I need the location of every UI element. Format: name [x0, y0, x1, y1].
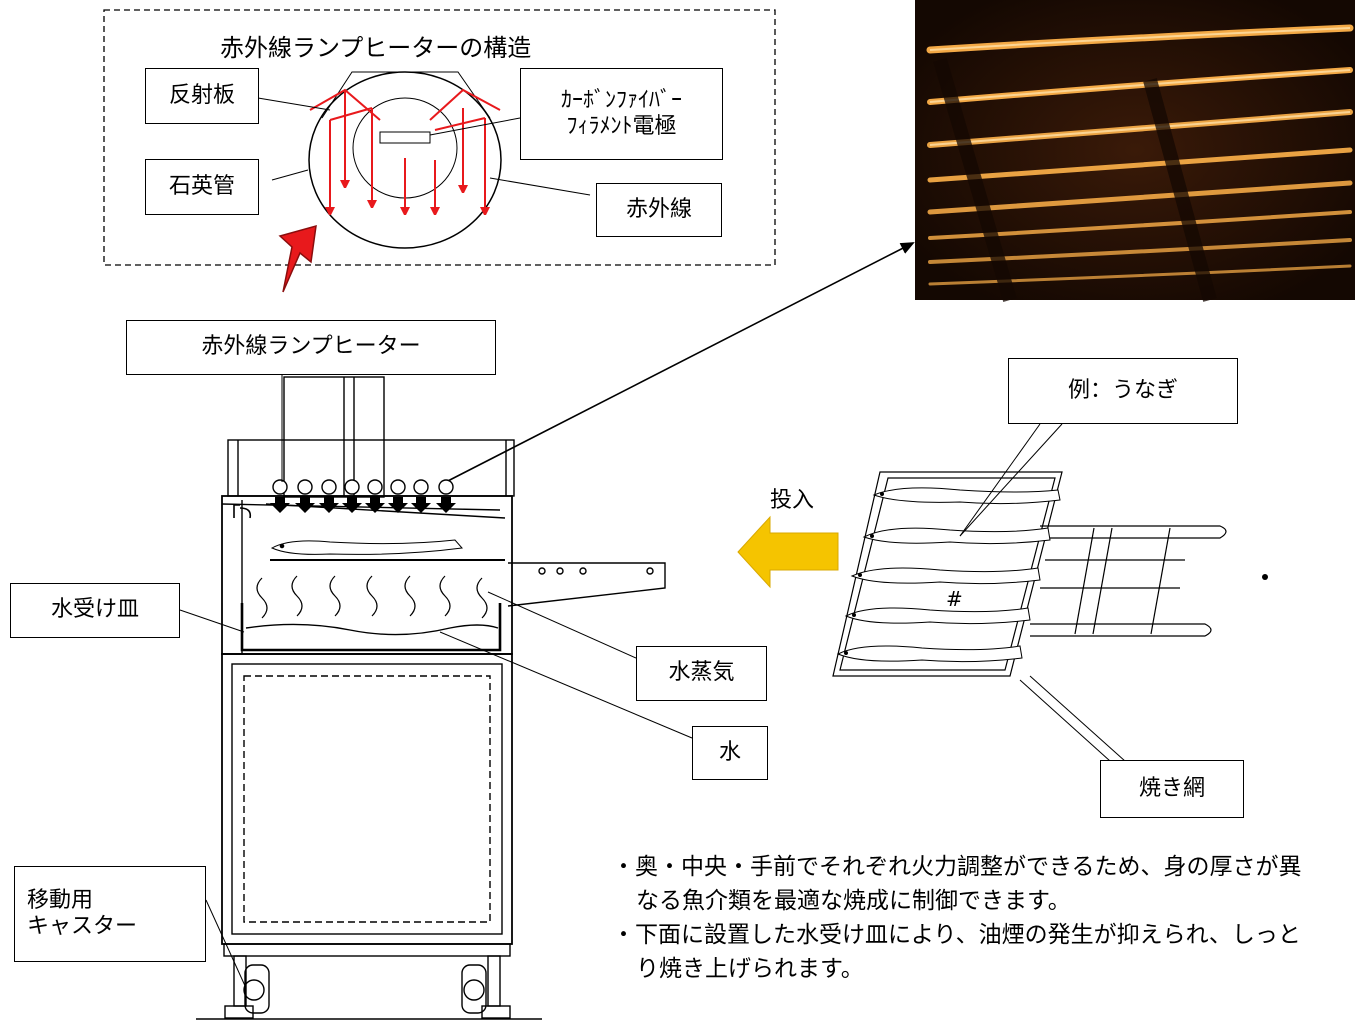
eels-on-net — [836, 487, 1061, 663]
feature-notes: ・奥・中央・手前でそれぞれ火力調整ができるため、身の厚さが異なる魚介類を最適な焼… — [612, 850, 1312, 986]
downward-heat-arrows — [270, 497, 456, 513]
grill-net — [832, 471, 1227, 677]
label-caster-line1: 移動用 — [27, 887, 94, 913]
structure-title: 赤外線ランプヒーターの構造 — [220, 34, 532, 62]
note-2: ・下面に設置した水受け皿により、油煙の発生が抑えられ、しっとり焼き上げられます。 — [612, 922, 1301, 982]
label-lamp-heater: 赤外線ランプヒーター — [126, 320, 496, 375]
structure-frame — [103, 9, 776, 266]
label-quartz-tube: 石英管 — [145, 159, 259, 215]
label-water: 水 — [692, 726, 768, 780]
recirculation-arrows — [233, 504, 252, 519]
label-example-eel: 例：うなぎ — [1008, 358, 1238, 424]
label-carbon-line2: ﾌｨﾗﾒﾝﾄ電極 — [566, 114, 677, 139]
label-grill-net: 焼き網 — [1100, 760, 1244, 818]
big-red-arrow — [278, 224, 317, 293]
grill-machine — [196, 376, 666, 1020]
label-caster-line2: キャスター — [27, 914, 138, 939]
eel-eyes — [844, 492, 884, 655]
label-drip-tray: 水受け皿 — [10, 583, 180, 638]
machine-leaders — [179, 374, 693, 989]
label-steam: 水蒸気 — [636, 646, 767, 701]
note-1: ・奥・中央・手前でそれぞれ火力調整ができるため、身の厚さが異なる魚介類を最適な焼… — [612, 854, 1302, 914]
small-marker — [1262, 574, 1268, 580]
steam-waves — [256, 575, 488, 619]
grill-leaders — [959, 423, 1136, 771]
photo-pointer-arrow — [439, 242, 915, 486]
filament-electrode — [379, 131, 431, 144]
label-carbon-line1: ｶｰﾎﾞﾝﾌｧｲﾊﾞｰ — [560, 87, 682, 113]
label-insert: 投入 — [770, 488, 815, 513]
inset-leaders — [257, 97, 591, 196]
label-carbon-filament: ｶｰﾎﾞﾝﾌｧｲﾊﾞｰ ﾌｨﾗﾒﾝﾄ電極 — [520, 68, 723, 160]
heater-photo — [915, 0, 1355, 302]
insert-arrow — [737, 515, 839, 589]
lamp-cross-section — [308, 71, 502, 249]
label-reflector: 反射板 — [145, 68, 259, 124]
label-infrared: 赤外線 — [596, 183, 722, 237]
eel-on-rack — [270, 539, 463, 555]
svg-text:#: # — [946, 587, 963, 611]
lamp-tubes — [272, 479, 454, 495]
infrared-rays — [309, 88, 501, 212]
label-caster: 移動用 キャスター — [14, 866, 206, 962]
